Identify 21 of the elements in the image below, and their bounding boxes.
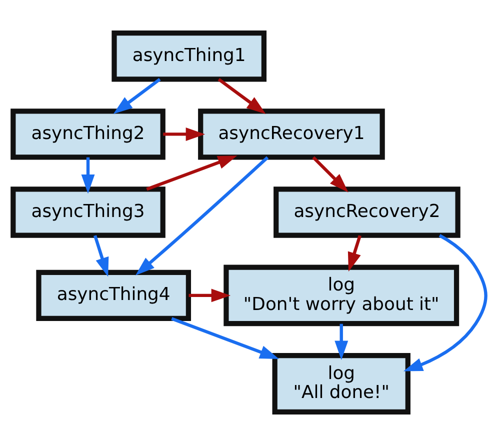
arrow <box>348 235 362 272</box>
node-box: log "Don't worry about it" <box>224 264 460 326</box>
node-box: asyncThing2 <box>10 108 166 160</box>
node-box: asyncRecovery1 <box>198 108 385 160</box>
node-box: log "All done!" <box>272 353 410 414</box>
node-box: asyncRecovery2 <box>274 186 460 238</box>
arrow <box>136 156 269 276</box>
arrow <box>163 127 206 141</box>
node-box: asyncThing3 <box>10 186 166 238</box>
arrow <box>403 234 488 372</box>
arrow <box>334 324 348 360</box>
arrow <box>81 157 95 194</box>
arrow <box>93 235 109 277</box>
arrow <box>113 78 161 114</box>
node-box: asyncThing1 <box>112 30 267 82</box>
arrow <box>146 156 238 191</box>
arrow <box>312 156 348 192</box>
arrow <box>218 78 266 114</box>
arrow <box>171 317 280 359</box>
arrow <box>188 288 231 302</box>
node-box: asyncThing4 <box>36 270 192 322</box>
